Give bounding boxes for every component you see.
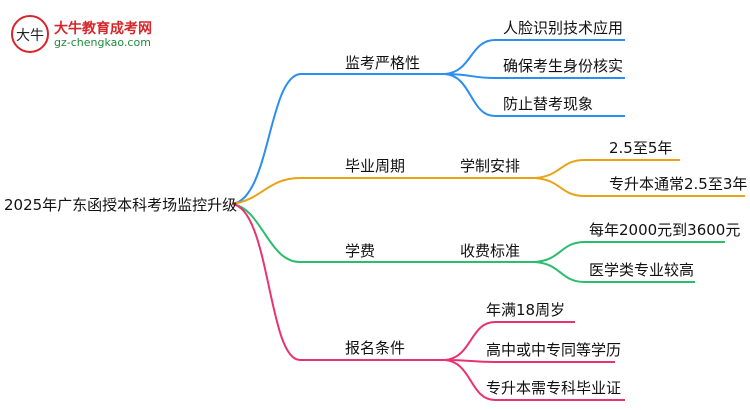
link-b1-l2	[444, 73, 625, 79]
site-logo[interactable]: 大牛 大牛教育成考网 gz-chengkao.com	[10, 14, 170, 54]
branch-label: 毕业周期	[345, 157, 406, 175]
link-root-b1	[231, 73, 445, 205]
link-b1-l3	[444, 73, 625, 117]
branch-label: 报名条件	[345, 339, 406, 357]
leaf-label: 年满18周岁	[486, 301, 566, 319]
leaf-label: 专升本通常2.5至3年	[609, 175, 748, 193]
sub-branch-label: 收费标准	[460, 242, 521, 260]
leaf-label: 确保考生身份核实	[503, 57, 624, 75]
link-b1-l1	[444, 39, 625, 75]
link-b3-l1	[534, 241, 725, 263]
root-topic: 2025年广东函授本科考场监控升级	[4, 196, 238, 214]
link-b2-l1	[534, 159, 680, 179]
leaf-label: 防止替考现象	[503, 95, 594, 113]
leaf-label: 专升本需专科毕业证	[486, 379, 622, 397]
link-b3-l2	[534, 261, 695, 283]
leaf-label: 每年2000元到3600元	[589, 221, 741, 239]
leaf-label: 医学类专业较高	[589, 261, 695, 279]
link-b4-l3	[444, 359, 625, 401]
link-b4-l1	[444, 321, 575, 361]
link-root-b4	[231, 203, 445, 361]
leaf-label: 2.5至5年	[609, 139, 673, 157]
link-b2-l2	[534, 177, 745, 197]
leaf-label: 高中或中专同等学历	[486, 341, 622, 359]
logo-url: gz-chengkao.com	[54, 36, 151, 49]
link-b4-l2	[444, 359, 615, 363]
logo-title: 大牛教育成考网	[54, 21, 152, 37]
logo-mark-icon: 大牛	[11, 15, 49, 53]
sub-branch-label: 学制安排	[460, 157, 521, 175]
link-root-b2	[231, 177, 445, 205]
svg-text:大牛: 大牛	[16, 28, 44, 44]
branch-label: 学费	[345, 242, 376, 260]
branch-label: 监考严格性	[345, 54, 421, 72]
leaf-label: 人脸识别技术应用	[503, 19, 624, 37]
